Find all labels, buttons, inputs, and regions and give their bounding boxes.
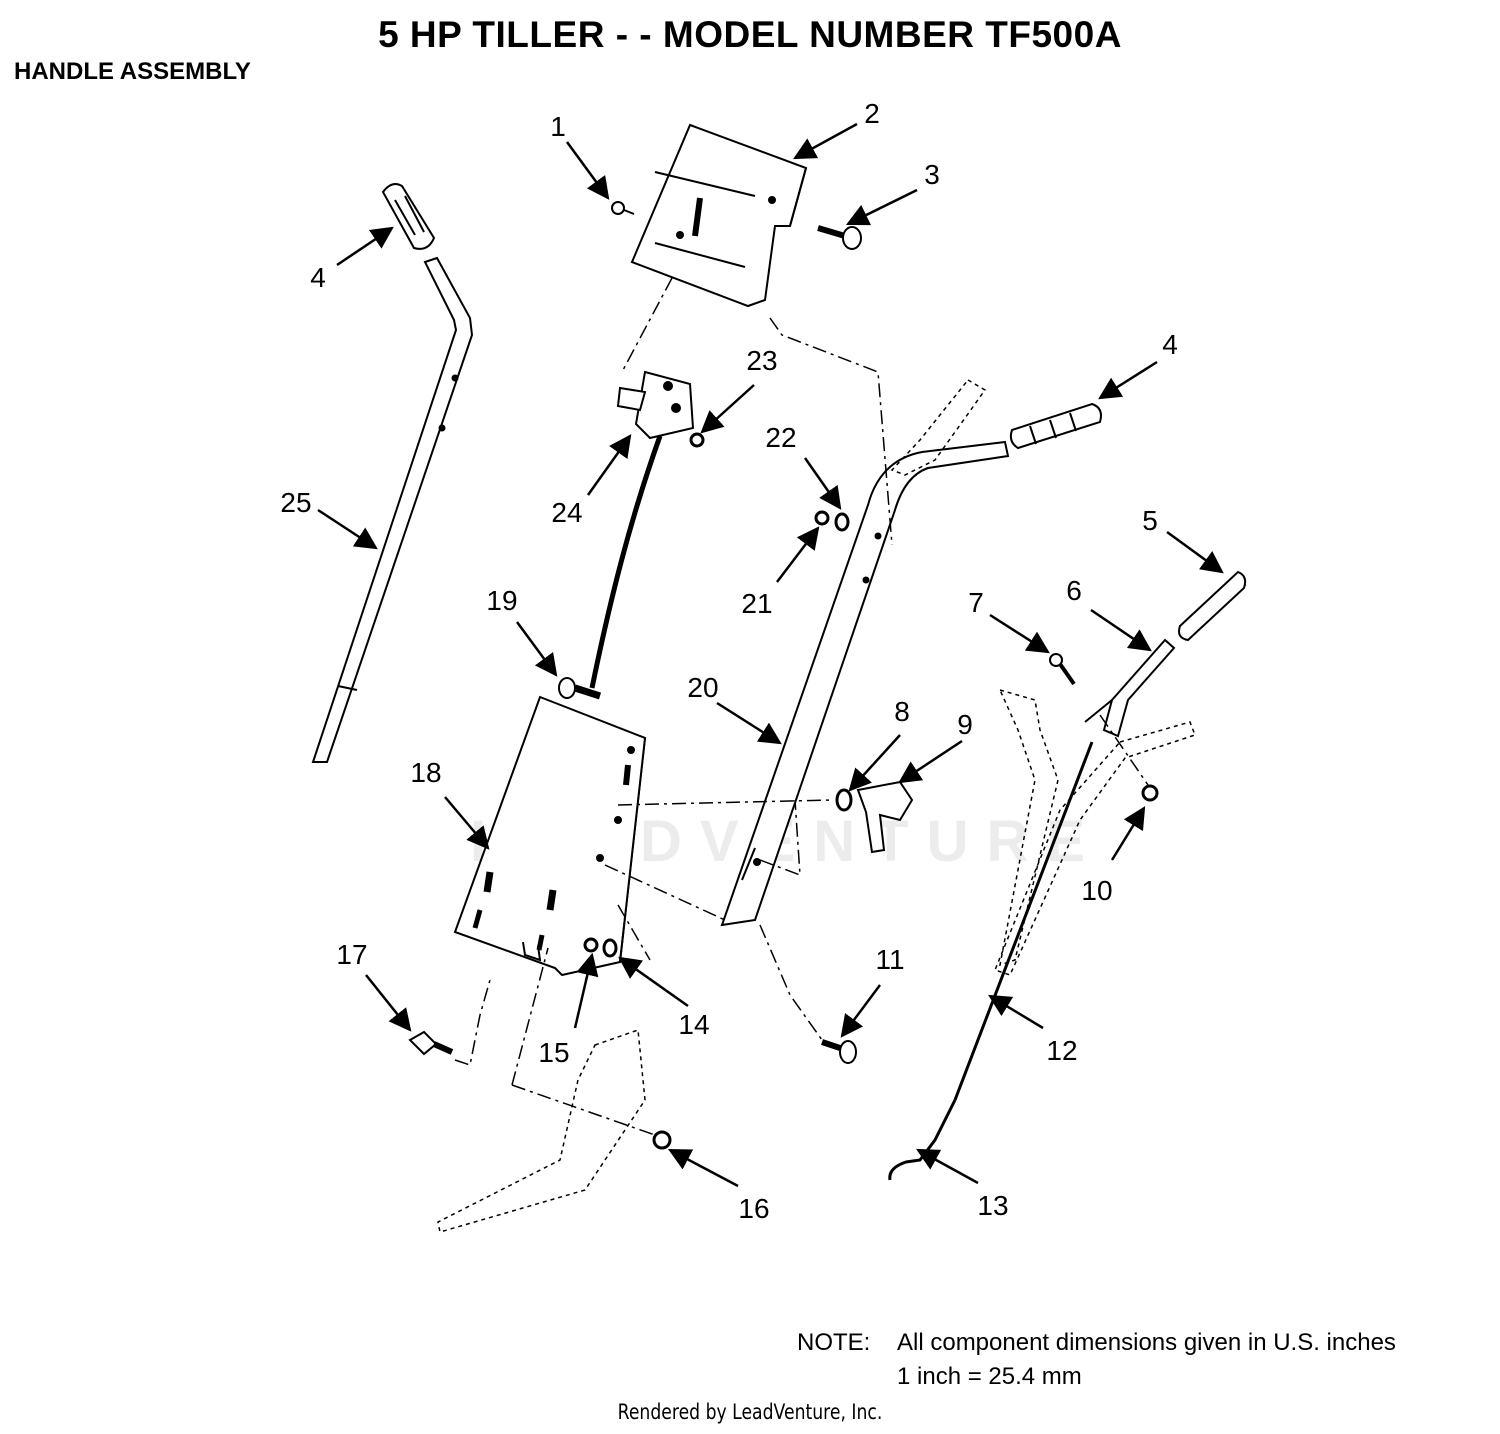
part-1-screw <box>611 201 635 215</box>
callout-5: 5 <box>1142 505 1158 536</box>
callout-11: 11 <box>875 944 904 975</box>
part-2-control-panel <box>630 123 808 308</box>
callout-4-left: 4 <box>310 262 326 293</box>
part-9-knob <box>856 780 914 854</box>
callout-12: 12 <box>1046 1035 1077 1066</box>
part-4-right-grip <box>1009 402 1102 450</box>
part-15-nut <box>583 937 599 953</box>
callout-21: 21 <box>741 588 772 619</box>
part-8-washer <box>835 788 853 812</box>
callout-1: 1 <box>550 111 566 142</box>
callout-22: 22 <box>765 422 796 453</box>
dimension-note: NOTE: All component dimensions given in U… <box>797 1326 1396 1394</box>
callout-2: 2 <box>864 98 880 129</box>
part-6-clutch-lever <box>1084 638 1176 738</box>
note-label: NOTE: <box>797 1329 871 1356</box>
part-17-bolt <box>408 1030 454 1056</box>
callout-16: 16 <box>738 1193 769 1224</box>
note-line-1: All component dimensions given in U.S. i… <box>897 1329 1396 1356</box>
assembly-subtitle: HANDLE ASSEMBLY <box>14 58 251 85</box>
render-credit-footer: Rendered by LeadVenture, Inc. <box>617 1400 883 1424</box>
part-19-bolt <box>558 677 602 700</box>
part-21-nut <box>814 510 830 526</box>
note-line-2: 1 inch = 25.4 mm <box>897 1363 1082 1390</box>
callout-labels: 1 2 3 4 4 5 6 7 8 9 10 11 12 13 14 15 16… <box>280 98 1177 1224</box>
part-22-washer <box>834 512 850 532</box>
callout-7: 7 <box>968 587 984 618</box>
part-23-nut <box>689 432 705 448</box>
callout-23: 23 <box>746 345 777 376</box>
callout-4-right: 4 <box>1162 329 1178 360</box>
callout-8: 8 <box>894 696 910 727</box>
part-12-control-rod <box>953 741 1094 1101</box>
callout-19: 19 <box>486 585 517 616</box>
alignment-lines <box>454 277 1149 1136</box>
callout-13: 13 <box>977 1190 1008 1221</box>
part-14-washer <box>602 938 618 958</box>
callout-15: 15 <box>538 1037 569 1068</box>
part-4-left-grip <box>381 183 436 250</box>
callout-20: 20 <box>687 672 718 703</box>
callout-10: 10 <box>1081 875 1112 906</box>
part-18-lower-bracket <box>453 695 647 977</box>
callout-25: 25 <box>280 487 311 518</box>
throttle-cable <box>589 435 663 689</box>
callout-9: 9 <box>957 709 973 740</box>
callout-17: 17 <box>336 939 367 970</box>
leader-arrows <box>317 122 1224 1188</box>
part-11-bolt <box>821 1039 857 1064</box>
phantom-handle-outline <box>890 379 987 476</box>
callout-6: 6 <box>1066 575 1082 606</box>
part-16-nut <box>652 1130 672 1150</box>
part-25-left-handle-tube <box>311 256 474 763</box>
callout-3: 3 <box>924 159 940 190</box>
callout-18: 18 <box>410 757 441 788</box>
callout-24: 24 <box>551 497 582 528</box>
part-7-bolt <box>1049 653 1076 686</box>
diagram-title: 5 HP TILLER - - MODEL NUMBER TF500A <box>378 14 1122 55</box>
phantom-right-lever-outline <box>994 688 1196 976</box>
callout-14: 14 <box>678 1009 709 1040</box>
part-20-right-handle-tube <box>720 440 1010 927</box>
part-10-nut <box>1141 784 1159 802</box>
part-3-bolt <box>817 225 862 250</box>
part-13-spring <box>888 1099 957 1181</box>
part-24-switch-bracket <box>616 370 695 440</box>
part-5-lever-grip <box>1178 570 1247 642</box>
